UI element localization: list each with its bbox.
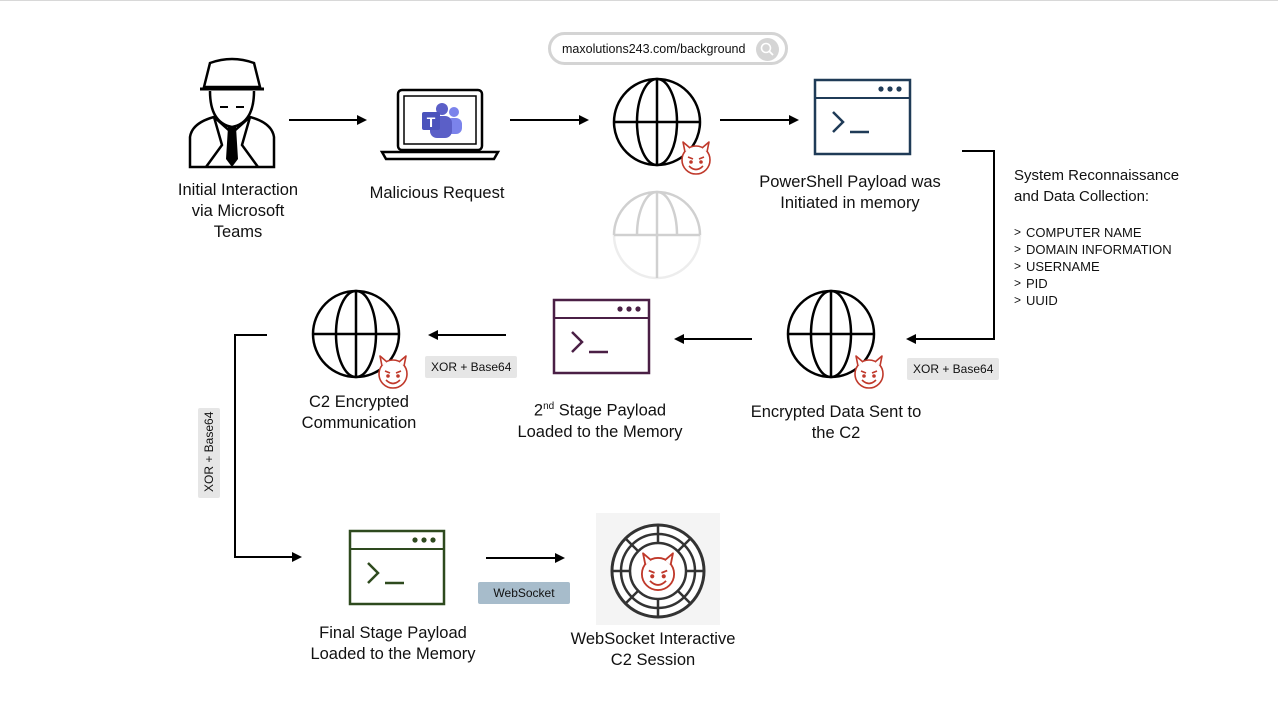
- step-websocket-session-label: WebSocket Interactive C2 Session: [570, 630, 736, 669]
- globe-reflection-icon: [612, 190, 702, 280]
- recon-title: System Reconnaissance: [1014, 167, 1180, 184]
- recon-item: >UUID: [1014, 293, 1058, 308]
- search-icon: [756, 38, 779, 61]
- step-powershell-label: PowerShell Payload was Initiated in memo…: [759, 173, 941, 212]
- xor-base64-tag: XOR + Base64: [425, 356, 518, 378]
- top-divider: [0, 0, 1278, 1]
- powershell-terminal-icon: [813, 78, 912, 156]
- recon-list: >COMPUTER NAME >DOMAIN INFORMATION >USER…: [1014, 224, 1234, 309]
- xor-base64-vertical-tag: XOR + Base64: [198, 408, 220, 498]
- recon-subtitle: and Data Collection:: [1014, 188, 1150, 205]
- laptop-teams-icon: T: [379, 88, 501, 161]
- step-initial-label: Initial Interaction via Microsoft Teams: [177, 181, 299, 241]
- step-c2-comm-label: C2 Encrypted Communication: [301, 393, 417, 432]
- recon-item: >COMPUTER NAME: [1014, 225, 1142, 240]
- chevron-right-icon: >: [1014, 276, 1022, 290]
- connector-arrow: [234, 334, 302, 562]
- recon-item: >USERNAME: [1014, 259, 1100, 274]
- url-bar: maxolutions243.com/background: [548, 32, 788, 65]
- recon-panel: System Reconnaissance and Data Collectio…: [1014, 165, 1234, 309]
- c2-server-icon: [596, 513, 720, 625]
- chevron-right-icon: >: [1014, 259, 1022, 273]
- chevron-right-icon: >: [1014, 293, 1022, 307]
- xor-base64-tag: XOR + Base64: [907, 358, 1000, 380]
- chevron-right-icon: >: [1014, 225, 1022, 239]
- url-text: maxolutions243.com/background: [562, 42, 746, 56]
- svg-text:T: T: [427, 114, 436, 130]
- step-encrypted-sent-label: Encrypted Data Sent to the C2: [750, 403, 922, 442]
- connector-arrow: [906, 150, 995, 344]
- recon-item: >PID: [1014, 276, 1048, 291]
- chevron-right-icon: >: [1014, 242, 1022, 256]
- step-second-stage-label: 2nd Stage Payload Loaded to the Memory: [517, 401, 683, 441]
- websocket-tag: WebSocket: [478, 582, 570, 604]
- second-stage-terminal-icon: [552, 298, 651, 375]
- recon-item: >DOMAIN INFORMATION: [1014, 242, 1172, 257]
- step-final-stage-label: Final Stage Payload Loaded to the Memory: [310, 624, 476, 663]
- devil-icon: [378, 355, 408, 389]
- step-malicious-label: Malicious Request: [369, 184, 505, 202]
- devil-icon: [854, 355, 884, 389]
- final-stage-terminal-icon: [348, 529, 446, 606]
- devil-icon: [681, 141, 711, 175]
- hacker-icon: [188, 57, 276, 169]
